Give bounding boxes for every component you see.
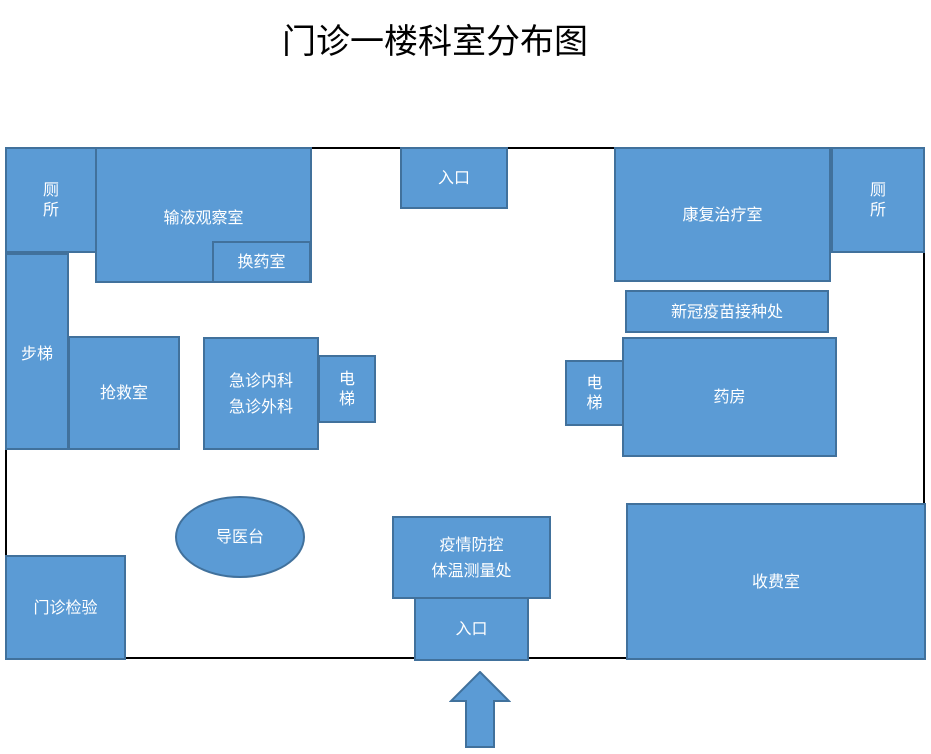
room-rescue-label: 抢救室 (99, 383, 148, 403)
entrance-bottom[interactable]: 入口 (414, 597, 529, 661)
page-title: 门诊一楼科室分布图 (282, 22, 588, 62)
room-dressing-label: 换药室 (237, 252, 286, 272)
room-infusion-label: 输液观察室 (163, 208, 244, 227)
entrance-bottom-label: 入口 (455, 619, 488, 639)
room-toilet-right[interactable]: 厕所 (831, 147, 925, 253)
room-lab-label: 门诊检验 (33, 597, 98, 617)
room-rehab[interactable]: 康复治疗室 (614, 147, 831, 282)
room-epidemic-label-2: 体温测量处 (431, 560, 512, 580)
room-toilet-left-label: 厕所 (42, 180, 59, 219)
room-pharmacy-label: 药房 (713, 387, 746, 407)
room-rescue[interactable]: 抢救室 (68, 336, 180, 450)
up-arrow-icon (449, 671, 511, 748)
room-cashier-label: 收费室 (751, 571, 800, 591)
guide-desk-label: 导医台 (215, 527, 264, 547)
elevator-left-label: 电梯 (338, 369, 355, 408)
room-lab[interactable]: 门诊检验 (5, 555, 126, 660)
room-stairs[interactable]: 步梯 (5, 253, 69, 450)
room-stairs-label: 步梯 (20, 344, 53, 363)
room-emergency-label-2: 急诊外科 (228, 396, 293, 416)
room-epidemic[interactable]: 疫情防控 体温测量处 (392, 516, 551, 599)
room-emergency[interactable]: 急诊内科 急诊外科 (203, 337, 319, 450)
room-rehab-label: 康复治疗室 (682, 204, 763, 224)
elevator-right-label: 电梯 (586, 373, 603, 412)
room-cashier[interactable]: 收费室 (626, 503, 926, 660)
room-epidemic-label-1: 疫情防控 (439, 534, 504, 554)
entrance-top-label: 入口 (437, 168, 470, 188)
room-vaccine-label: 新冠疫苗接种处 (670, 301, 783, 321)
room-dressing[interactable]: 换药室 (212, 241, 311, 283)
room-toilet-left[interactable]: 厕所 (5, 147, 97, 253)
room-toilet-right-label: 厕所 (869, 180, 886, 219)
guide-desk[interactable]: 导医台 (175, 496, 305, 578)
room-vaccine[interactable]: 新冠疫苗接种处 (625, 290, 829, 333)
elevator-right[interactable]: 电梯 (565, 360, 624, 426)
elevator-left[interactable]: 电梯 (318, 355, 376, 423)
entrance-top[interactable]: 入口 (400, 147, 508, 209)
room-emergency-label-1: 急诊内科 (228, 370, 293, 390)
room-pharmacy[interactable]: 药房 (622, 337, 837, 457)
